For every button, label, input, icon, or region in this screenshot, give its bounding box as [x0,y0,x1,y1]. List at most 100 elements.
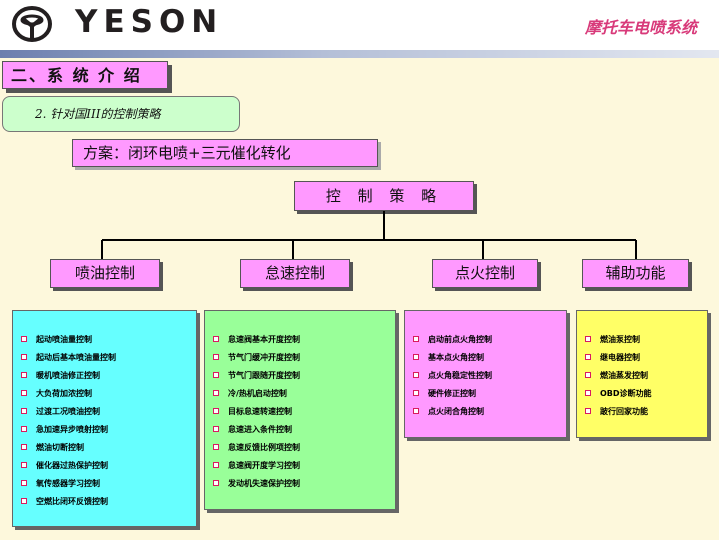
list-item: 燃油蒸发控制 [585,367,703,385]
panel-idle-speed: 怠速阀基本开度控制节气门缓冲开度控制节气门跟随开度控制冷/热机启动控制目标怠速转… [204,310,396,510]
list-item: 燃油泵控制 [585,331,703,349]
list-item: 过渡工况喷油控制 [21,403,192,421]
list-item-label: 空燃比闭环反馈控制 [36,497,108,506]
list-item: 暖机喷油修正控制 [21,367,192,385]
bullet-icon [21,389,27,396]
list-item-label: 怠速进入条件控制 [228,425,292,434]
list-item-label: 暖机喷油修正控制 [36,371,100,380]
panel-auxiliary: 燃油泵控制继电器控制燃油蒸发控制 OBD诊断功能跛行回家功能 [576,310,708,438]
list-item: 发动机失速保护控制 [213,475,391,493]
bullet-icon [213,389,219,396]
bullet-icon [21,371,27,378]
list-item: 节气门缓冲开度控制 [213,349,391,367]
bullet-icon [413,353,419,360]
list-item: 怠速阀基本开度控制 [213,331,391,349]
list-item-label: 怠速反馈比例项控制 [228,443,300,452]
bullet-icon [585,353,591,360]
list-item-label: 基本点火角控制 [428,353,484,362]
bullet-icon [21,353,27,360]
list-item: 怠速阀开度学习控制 [213,457,391,475]
list-item: 跛行回家功能 [585,403,703,421]
section-title: 二、系 统 介 绍 [2,61,168,89]
list-item-label: 过渡工况喷油控制 [36,407,100,416]
list-item-label: 怠速阀开度学习控制 [228,461,300,470]
root-node: 控 制 策 略 [294,181,474,211]
list-item: 基本点火角控制 [413,349,562,367]
list-item-label: 起动喷油量控制 [36,335,92,344]
list-item: 继电器控制 [585,349,703,367]
list-item: 硬件修正控制 [413,385,562,403]
item-list: 燃油泵控制继电器控制燃油蒸发控制 OBD诊断功能跛行回家功能 [585,331,703,421]
list-item-label: 点火闭合角控制 [428,407,484,416]
list-item: 急加速异步喷射控制 [21,421,192,439]
list-item: 启动前点火角控制 [413,331,562,349]
list-item: 空燃比闭环反馈控制 [21,493,192,511]
bullet-icon [413,407,419,414]
bullet-icon [213,407,219,414]
list-item-label: 大负荷加浓控制 [36,389,92,398]
list-item-label: 燃油切断控制 [36,443,84,452]
yeson-logo-icon [12,6,52,42]
header-band [0,50,719,58]
bullet-icon [21,443,27,450]
bullet-icon [21,461,27,468]
list-item: 冷/热机启动控制 [213,385,391,403]
category-ignition: 点火控制 [432,259,538,288]
list-item: 起动后基本喷油量控制 [21,349,192,367]
list-item: 节气门跟随开度控制 [213,367,391,385]
category-fuel-injection: 喷油控制 [50,259,160,288]
panel-ignition: 启动前点火角控制基本点火角控制点火角稳定性控制硬件修正控制点火闭合角控制 [404,310,567,438]
list-item-label: 点火角稳定性控制 [428,371,492,380]
list-item-label: 燃油蒸发控制 [600,371,648,380]
list-item-label: 发动机失速保护控制 [228,479,300,488]
panel-fuel-injection: 起动喷油量控制起动后基本喷油量控制暖机喷油修正控制大负荷加浓控制过渡工况喷油控制… [12,310,197,527]
list-item-label: 燃油泵控制 [600,335,640,344]
list-item-label: 启动前点火角控制 [428,335,492,344]
list-item-label: 氧传感器学习控制 [36,479,100,488]
list-item: 催化器过热保护控制 [21,457,192,475]
bullet-icon [21,497,27,504]
list-item-label: 催化器过热保护控制 [36,461,108,470]
list-item: 点火角稳定性控制 [413,367,562,385]
item-list: 怠速阀基本开度控制节气门缓冲开度控制节气门跟随开度控制冷/热机启动控制目标怠速转… [213,331,391,493]
bullet-icon [21,407,27,414]
bullet-icon [213,371,219,378]
list-item: 起动喷油量控制 [21,331,192,349]
bullet-icon [213,335,219,342]
list-item-label: 起动后基本喷油量控制 [36,353,116,362]
list-item: OBD诊断功能 [585,385,703,403]
bullet-icon [213,425,219,432]
list-item-label: 节气门缓冲开度控制 [228,353,300,362]
bullet-icon [213,443,219,450]
bullet-icon [413,389,419,396]
brand-wordmark: YESON [75,4,224,40]
list-item-label: 急加速异步喷射控制 [36,425,108,434]
bullet-icon [413,371,419,378]
bullet-icon [21,479,27,486]
list-item: 大负荷加浓控制 [21,385,192,403]
item-list: 起动喷油量控制起动后基本喷油量控制暖机喷油修正控制大负荷加浓控制过渡工况喷油控制… [21,331,192,511]
list-item: 燃油切断控制 [21,439,192,457]
bullet-icon [585,389,591,396]
scheme-box: 方案：闭环电喷+三元催化转化 [72,139,378,167]
header: YESON 摩托车电喷系统 [0,0,719,50]
list-item-label: 目标怠速转速控制 [228,407,292,416]
list-item-label: 冷/热机启动控制 [228,389,287,398]
list-item-label: 继电器控制 [600,353,640,362]
list-item: 氧传感器学习控制 [21,475,192,493]
list-item: 怠速反馈比例项控制 [213,439,391,457]
list-item: 点火闭合角控制 [413,403,562,421]
bullet-icon [21,425,27,432]
bullet-icon [213,461,219,468]
list-item-label: 跛行回家功能 [600,407,648,416]
subtitle: 2. 针对国III的控制策略 [2,96,240,132]
bullet-icon [21,335,27,342]
category-idle-speed: 怠速控制 [240,259,350,288]
list-item-label: 怠速阀基本开度控制 [228,335,300,344]
list-item: 目标怠速转速控制 [213,403,391,421]
list-item: 怠速进入条件控制 [213,421,391,439]
bullet-icon [413,335,419,342]
bullet-icon [585,407,591,414]
item-list: 启动前点火角控制基本点火角控制点火角稳定性控制硬件修正控制点火闭合角控制 [413,331,562,421]
list-item-label: OBD诊断功能 [600,389,652,398]
